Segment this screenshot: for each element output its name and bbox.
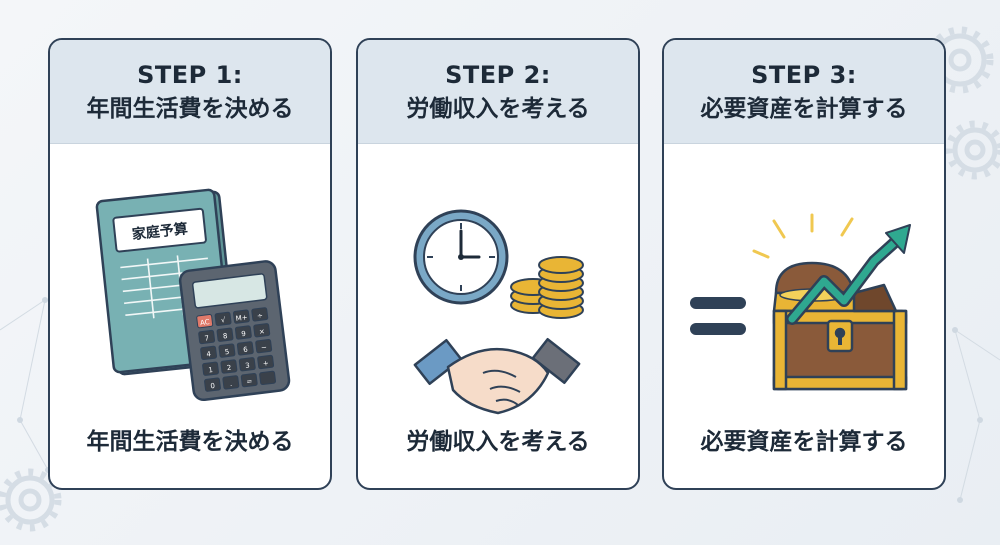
step-header: STEP 1: 年間生活費を決める	[50, 40, 330, 144]
calculator-key-label: 2	[226, 364, 231, 372]
growth-arrow-icon	[786, 224, 911, 325]
calculator-key	[198, 329, 216, 345]
calculator-key	[232, 309, 250, 324]
step-title: 必要資産を計算する	[700, 95, 908, 122]
calculator-key-label: 3	[245, 362, 250, 370]
income-illustration	[413, 209, 584, 415]
step-card-1: STEP 1: 年間生活費を決める 家庭予算 AC √ M+ ÷ 7 8 9 × 4 5 6 − 1 2 3…	[48, 38, 332, 490]
step-title: 労働収入を考える	[406, 95, 590, 122]
calculator-icon: AC √ M+ ÷ 7 8 9 × 4 5 6 − 1 2 3 +0. =	[178, 260, 291, 402]
calculator-key-label: 4	[206, 350, 212, 359]
step-caption: 労働収入を考える	[406, 429, 590, 455]
coin-stack-icon	[510, 256, 584, 319]
calculator-key-label: √	[221, 316, 227, 325]
calculator-key-label: M+	[235, 313, 248, 322]
calculator-key	[200, 345, 218, 361]
step-number: STEP 1:	[137, 60, 243, 89]
calculator-key	[236, 341, 254, 356]
calculator-key	[240, 373, 258, 388]
calculator-key-label: .	[229, 380, 232, 388]
calculator-key	[204, 377, 221, 392]
calculator-key-label: 0	[210, 382, 215, 390]
calculator-key	[218, 343, 236, 358]
clock-icon	[413, 209, 509, 305]
calculator-key	[196, 314, 214, 329]
calculator-key	[257, 354, 275, 370]
calculator-key-label: 1	[208, 366, 213, 374]
equals-icon	[690, 297, 746, 335]
book-label: 家庭予算	[131, 220, 188, 243]
step-card-2: STEP 2: 労働収入を考える 労働収入を考える	[356, 38, 640, 490]
calculator-key-label: +	[262, 359, 269, 368]
calculator-key-label: 5	[224, 348, 229, 356]
step-caption: 年間生活費を決める	[86, 429, 294, 455]
step-card-3: STEP 3: 必要資産を計算する	[662, 38, 946, 490]
calculator-key-label: ÷	[257, 312, 264, 321]
asset-illustration	[690, 213, 911, 391]
calculator-key	[234, 325, 252, 340]
calculator-key	[238, 357, 256, 372]
calculator-key-label: ×	[259, 327, 266, 336]
budget-illustration: 家庭予算 AC √ M+ ÷ 7 8 9 × 4 5 6 − 1 2 3 +0. =	[95, 188, 291, 402]
calculator-key-label: =	[246, 377, 253, 386]
step-number: STEP 3:	[751, 60, 857, 89]
step-header: STEP 3: 必要資産を計算する	[664, 40, 944, 144]
calculator-key	[220, 359, 238, 374]
treasure-chest-icon	[752, 213, 908, 391]
calculator-key-label: 9	[241, 330, 246, 338]
calculator-key	[251, 307, 269, 322]
calculator-key	[222, 375, 240, 390]
calculator-key	[216, 327, 234, 342]
step-number: STEP 2:	[445, 60, 551, 89]
calculator-key	[253, 323, 271, 338]
step-title: 年間生活費を決める	[86, 95, 294, 122]
step-caption: 必要資産を計算する	[700, 429, 908, 455]
step-header: STEP 2: 労働収入を考える	[358, 40, 638, 144]
handshake-icon	[413, 337, 581, 415]
calculator-key	[259, 370, 277, 386]
calculator-key	[255, 339, 273, 354]
calculator-key-label: 7	[204, 334, 209, 342]
calculator-key	[202, 361, 219, 376]
calculator-key	[214, 311, 232, 327]
calculator-key-label: 8	[222, 332, 227, 340]
calculator-key-label: AC	[200, 318, 211, 327]
calculator-key-label: 6	[243, 346, 249, 355]
calculator-key-label: −	[260, 343, 267, 352]
